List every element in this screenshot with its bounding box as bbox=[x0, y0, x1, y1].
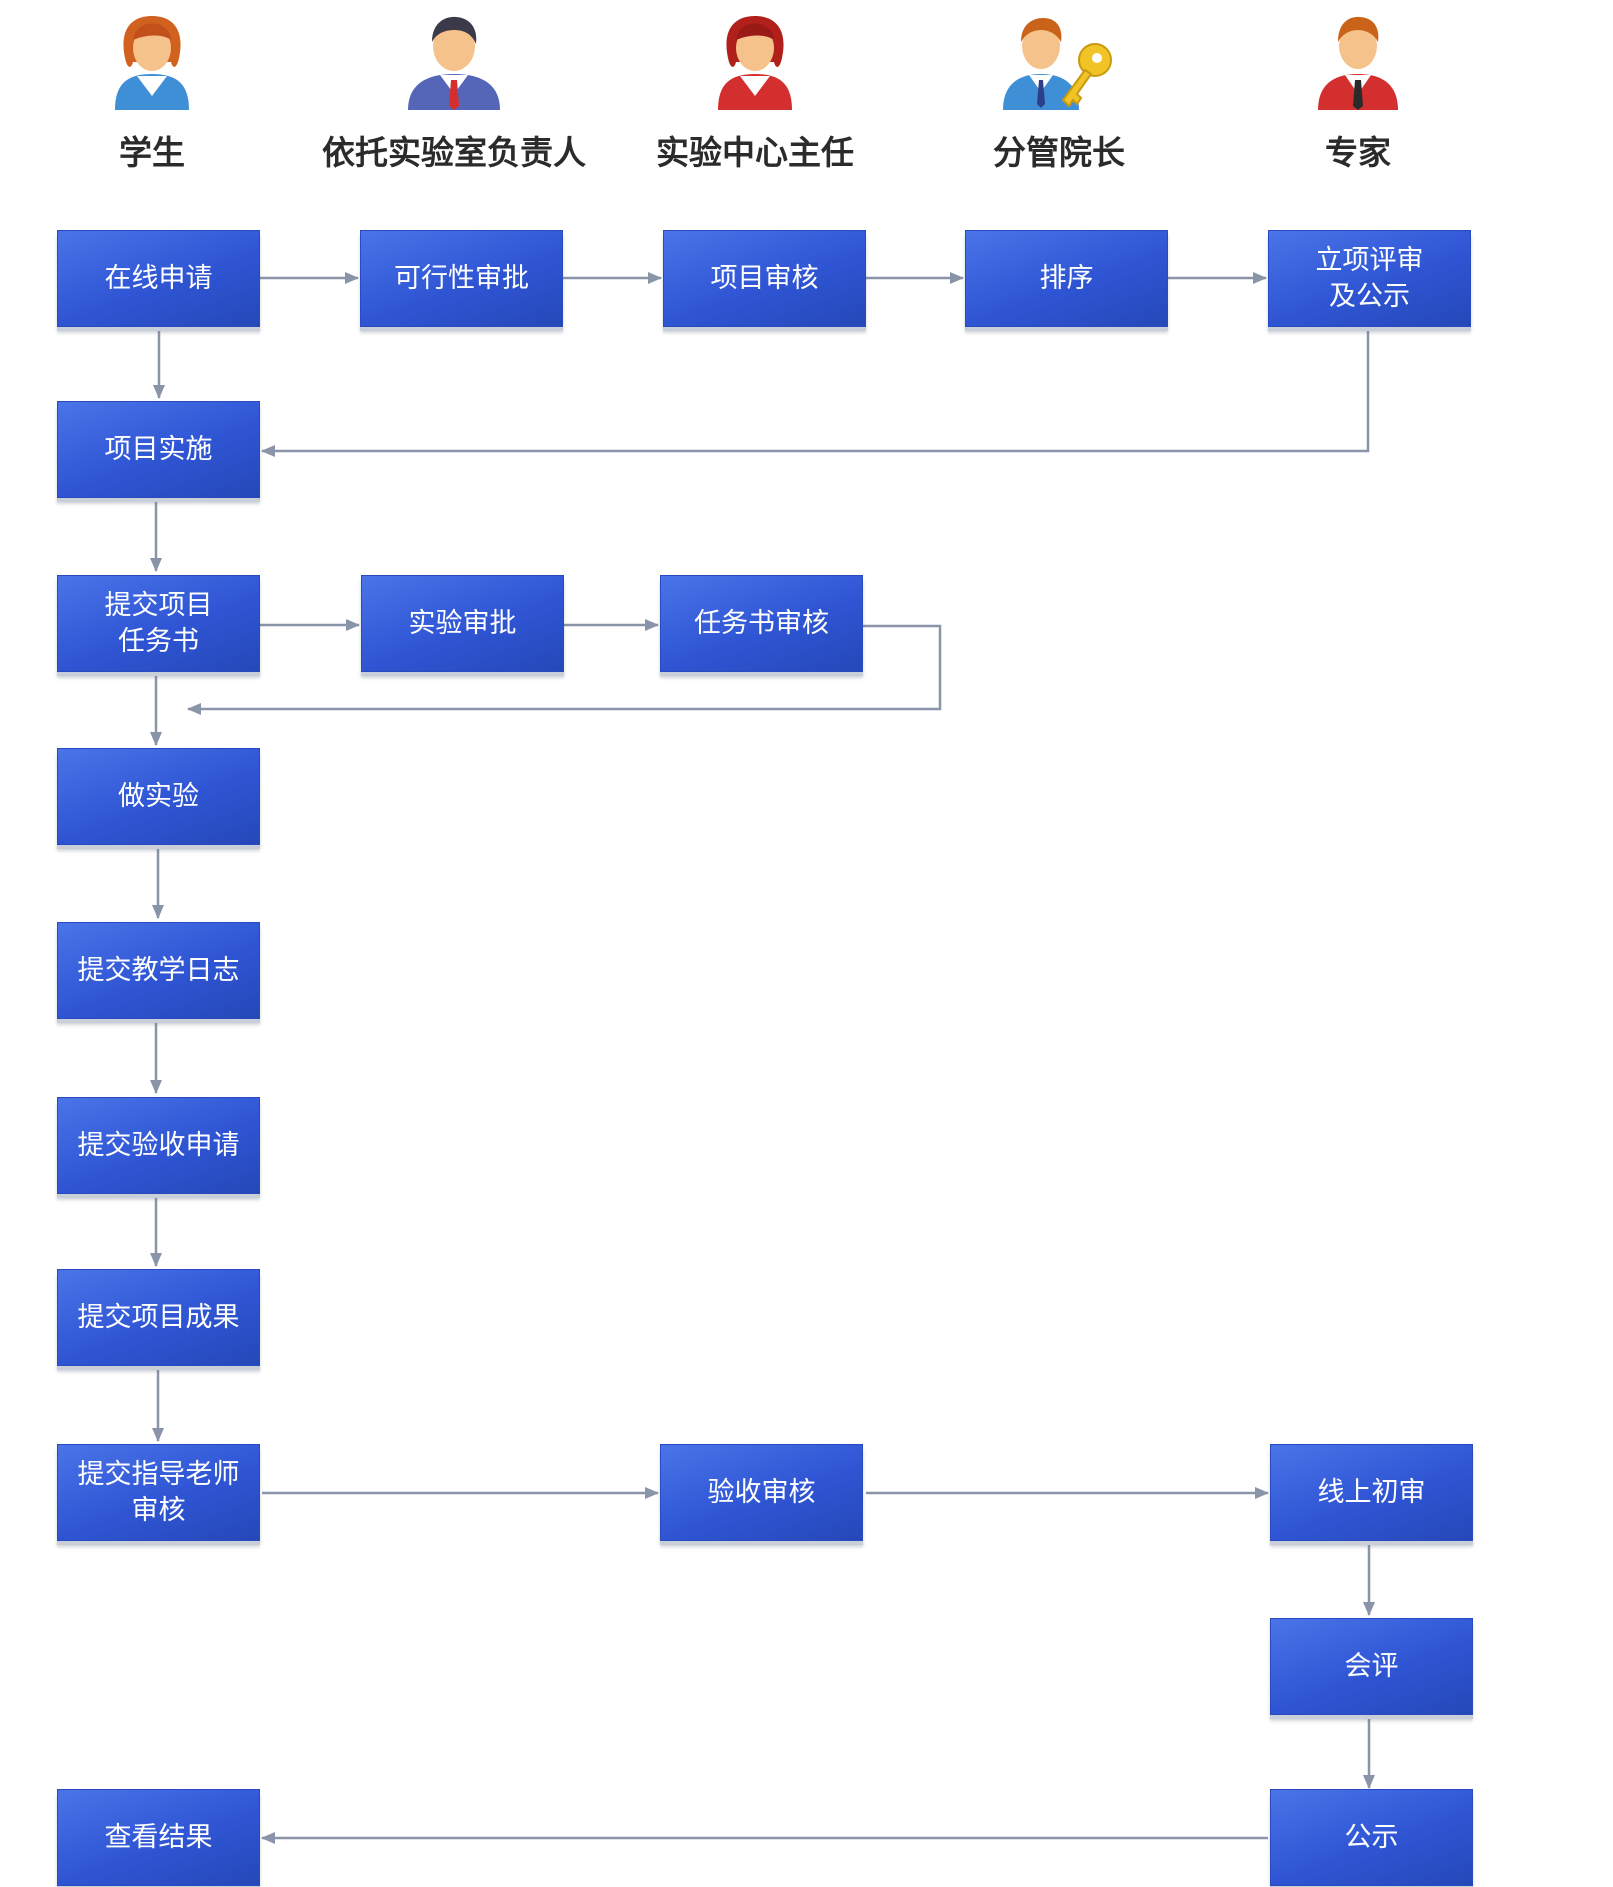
role-student: 学生 bbox=[2, 10, 302, 174]
step-publicity[interactable]: 公示 bbox=[1270, 1789, 1473, 1886]
step-project-results[interactable]: 提交项目成果 bbox=[57, 1269, 260, 1366]
role-label: 依托实验室负责人 bbox=[322, 133, 586, 172]
step-advisor-review[interactable]: 提交指导老师 审核 bbox=[57, 1444, 260, 1541]
step-online-review[interactable]: 线上初审 bbox=[1270, 1444, 1473, 1541]
step-do-experiment[interactable]: 做实验 bbox=[57, 748, 260, 845]
step-feasibility-approval[interactable]: 可行性审批 bbox=[360, 230, 563, 327]
step-view-results[interactable]: 查看结果 bbox=[57, 1789, 260, 1886]
step-apply-online[interactable]: 在线申请 bbox=[57, 230, 260, 327]
role-expert: 专家 bbox=[1208, 10, 1508, 174]
step-label: 项目实施 bbox=[104, 433, 213, 465]
step-label: 提交项目 任务书 bbox=[104, 589, 213, 657]
role-label: 学生 bbox=[119, 133, 185, 172]
role-label: 专家 bbox=[1325, 133, 1391, 172]
arrow-task-review-back bbox=[187, 624, 942, 715]
step-submit-task[interactable]: 提交项目 任务书 bbox=[57, 575, 260, 672]
step-task-review[interactable]: 任务书审核 bbox=[660, 575, 863, 672]
female-user-red-icon bbox=[718, 16, 792, 110]
step-label: 可行性审批 bbox=[394, 262, 529, 294]
step-label: 项目审核 bbox=[710, 262, 819, 294]
step-label: 会评 bbox=[1344, 1650, 1399, 1682]
step-label: 查看结果 bbox=[104, 1821, 213, 1853]
user-key-icon bbox=[1003, 18, 1112, 110]
step-label: 立项评审 及公示 bbox=[1315, 244, 1424, 312]
step-label: 提交教学日志 bbox=[77, 954, 240, 986]
step-label: 提交指导老师 审核 bbox=[77, 1458, 240, 1526]
role-dean: 分管院长 bbox=[909, 10, 1209, 174]
arrow-approval-to-implementation bbox=[261, 327, 1370, 457]
step-label: 排序 bbox=[1039, 262, 1094, 294]
step-teaching-log[interactable]: 提交教学日志 bbox=[57, 922, 260, 1019]
male-user-red-icon bbox=[1318, 16, 1398, 110]
step-acceptance-review[interactable]: 验收审核 bbox=[660, 1444, 863, 1541]
role-center-director: 实验中心主任 bbox=[605, 10, 905, 174]
role-lab-head: 依托实验室负责人 bbox=[304, 10, 604, 174]
step-label: 做实验 bbox=[118, 780, 199, 812]
step-label: 任务书审核 bbox=[694, 607, 829, 639]
step-ranking[interactable]: 排序 bbox=[965, 230, 1168, 327]
role-label: 分管院长 bbox=[993, 133, 1125, 172]
male-user-suit-icon bbox=[408, 16, 500, 110]
step-label: 提交验收申请 bbox=[77, 1129, 240, 1161]
step-approval-publicity[interactable]: 立项评审 及公示 bbox=[1268, 230, 1471, 327]
step-experiment-approval[interactable]: 实验审批 bbox=[361, 575, 564, 672]
role-label: 实验中心主任 bbox=[656, 133, 854, 172]
step-label: 公示 bbox=[1344, 1821, 1399, 1853]
step-label: 在线申请 bbox=[104, 262, 213, 294]
step-label: 验收审核 bbox=[707, 1476, 816, 1508]
step-label: 实验审批 bbox=[408, 607, 517, 639]
step-meeting-review[interactable]: 会评 bbox=[1270, 1618, 1473, 1715]
step-label: 提交项目成果 bbox=[77, 1301, 240, 1333]
step-implementation[interactable]: 项目实施 bbox=[57, 401, 260, 498]
step-project-review[interactable]: 项目审核 bbox=[663, 230, 866, 327]
female-user-blue-icon bbox=[115, 16, 189, 110]
step-acceptance-apply[interactable]: 提交验收申请 bbox=[57, 1097, 260, 1194]
step-label: 线上初审 bbox=[1317, 1476, 1426, 1508]
